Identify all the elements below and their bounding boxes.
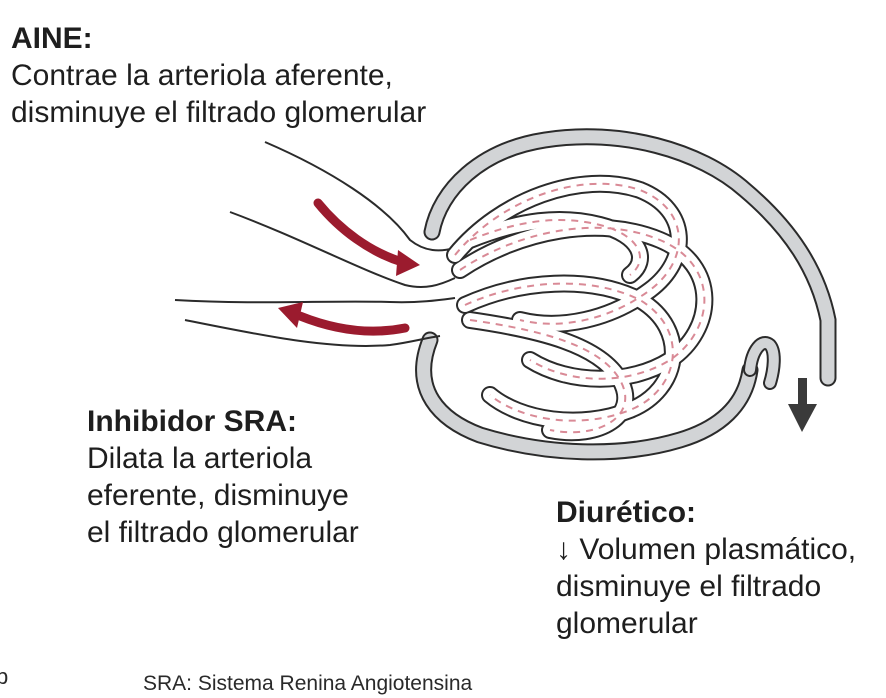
diuretic-line-2: disminuye el filtrado xyxy=(556,570,822,603)
sra-line-3: el filtrado glomerular xyxy=(87,516,359,549)
sra-heading: Inhibidor SRA: xyxy=(87,405,297,438)
aine-annotation: AINE: Contrae la arteriola aferente, dis… xyxy=(11,20,426,131)
afferent-flow-arrow-icon xyxy=(313,198,420,276)
diuretic-line-3: glomerular xyxy=(556,607,698,640)
diuretic-line-1: ↓ Volumen plasmático, xyxy=(556,533,857,566)
sra-inhibitor-annotation: Inhibidor SRA: Dilata la arteriola efere… xyxy=(87,403,359,551)
filtrate-down-arrow-icon xyxy=(788,378,817,432)
footnote: SRA: Sistema Renina Angiotensina xyxy=(143,672,473,695)
sra-line-2: eferente, disminuye xyxy=(87,479,349,512)
bowman-capsule xyxy=(415,128,837,461)
aine-line-2: disminuye el filtrado glomerular xyxy=(11,96,427,129)
efferent-arteriole xyxy=(174,297,456,347)
capillary-tuft xyxy=(446,174,714,442)
sra-line-1: Dilata la arteriola xyxy=(87,442,313,475)
diuretic-annotation: Diurético: ↓ Volumen plasmático, disminu… xyxy=(556,494,856,642)
afferent-arteriole xyxy=(229,141,456,288)
corner-mark: p xyxy=(0,664,9,689)
aine-line-1: Contrae la arteriola aferente, xyxy=(11,59,393,92)
aine-heading: AINE: xyxy=(11,22,93,55)
diuretic-heading: Diurético: xyxy=(556,496,697,529)
efferent-flow-arrow-icon xyxy=(278,302,410,336)
